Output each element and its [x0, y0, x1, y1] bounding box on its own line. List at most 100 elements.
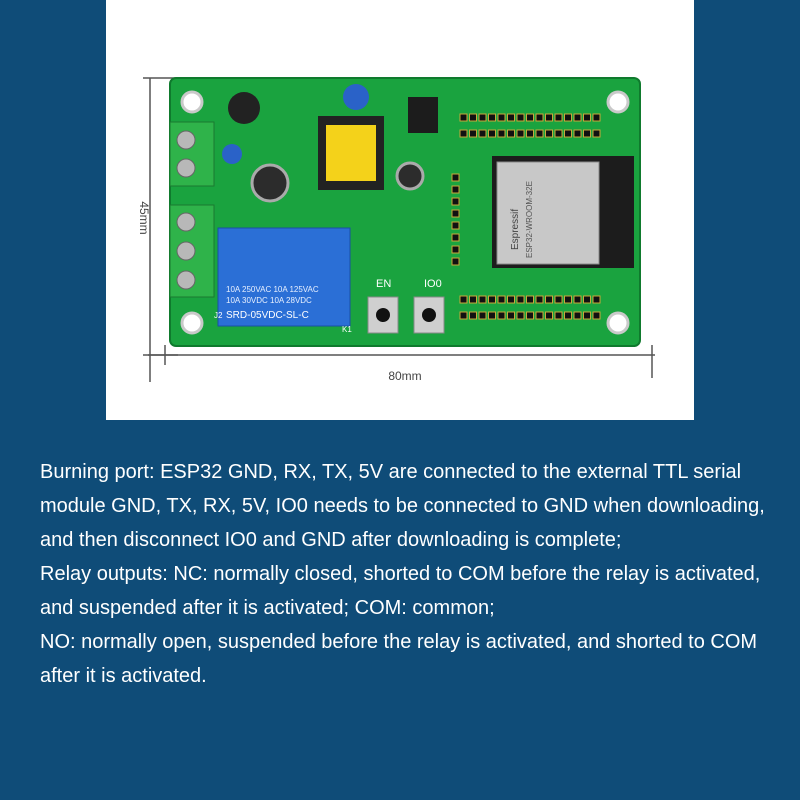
- blue-capacitor: [343, 84, 369, 110]
- k1-label: K1: [342, 325, 352, 334]
- header-pin: [592, 311, 601, 320]
- header-pin: [459, 295, 468, 304]
- relay-rating-line: 10A 250VAC 10A 125VAC: [226, 285, 319, 294]
- header-pin: [459, 113, 468, 122]
- header-pin: [488, 311, 496, 320]
- io0-button: [413, 296, 445, 334]
- header-pin: [545, 113, 553, 122]
- header-pin: [469, 311, 477, 320]
- header-pin: [497, 311, 506, 320]
- header-pin: [592, 113, 601, 122]
- header-pin: [526, 295, 534, 304]
- header-pin: [564, 113, 572, 122]
- relay-model: SRD-05VDC-SL-C: [226, 310, 309, 321]
- transformer-core: [326, 125, 376, 181]
- header-pin: [451, 257, 460, 266]
- header-pin: [545, 129, 553, 138]
- mounting-hole-icon: [606, 90, 630, 114]
- header-pin: [545, 311, 553, 320]
- esp32-module: Espressif ESP32-WROOM-32E: [492, 156, 634, 268]
- module-model: ESP32-WROOM-32E: [525, 181, 534, 258]
- header-pin: [516, 295, 525, 304]
- header-pin: [535, 113, 544, 122]
- header-pin: [592, 295, 601, 304]
- header-pin: [592, 129, 601, 138]
- product-photo: 45mm 80mm: [106, 0, 694, 420]
- header-pin: [451, 233, 460, 242]
- header-pin: [469, 113, 477, 122]
- description-paragraph: Burning port: ESP32 GND, RX, TX, 5V are …: [40, 461, 765, 551]
- header-pin: [459, 311, 468, 320]
- header-pin: [554, 295, 563, 304]
- header-pin: [573, 311, 582, 320]
- header-pin: [507, 129, 515, 138]
- height-label: 45mm: [137, 201, 151, 234]
- board-illustration: 45mm 80mm: [137, 77, 655, 383]
- header-pin: [526, 113, 534, 122]
- header-pin: [535, 311, 544, 320]
- header-pin: [507, 311, 515, 320]
- en-button: [367, 296, 399, 334]
- electrolytic-capacitor: [250, 163, 290, 203]
- en-label: EN: [376, 278, 391, 290]
- mounting-hole-icon: [180, 311, 204, 335]
- pin-header-bottom: [459, 295, 601, 320]
- varistor: [228, 92, 260, 124]
- header-pin: [583, 113, 591, 122]
- pin-header-top: [459, 113, 601, 138]
- relay: 10A 250VAC 10A 125VAC 10A 30VDC 10A 28VD…: [217, 227, 351, 327]
- header-pin: [554, 129, 563, 138]
- description-paragraph: NO: normally open, suspended before the …: [40, 631, 758, 687]
- header-pin: [545, 295, 553, 304]
- header-pin: [516, 311, 525, 320]
- mounting-hole-icon: [606, 311, 630, 335]
- description-paragraph: Relay outputs: NC: normally closed, shor…: [40, 563, 761, 619]
- header-pin: [516, 113, 525, 122]
- header-pin: [451, 245, 460, 254]
- header-pin: [554, 311, 563, 320]
- header-pin: [573, 295, 582, 304]
- description-text: Burning port: ESP32 GND, RX, TX, 5V are …: [40, 455, 775, 693]
- header-pin: [451, 185, 460, 194]
- header-pin: [488, 113, 496, 122]
- header-pin: [459, 129, 468, 138]
- header-pin: [573, 129, 582, 138]
- power-terminal: [169, 121, 215, 187]
- header-pin: [573, 113, 582, 122]
- header-pin: [478, 295, 487, 304]
- header-pin: [451, 221, 460, 230]
- header-pin: [451, 209, 460, 218]
- blue-capacitor: [222, 144, 242, 164]
- header-pin: [497, 129, 506, 138]
- header-pin: [497, 295, 506, 304]
- header-pin: [488, 295, 496, 304]
- header-pin: [469, 129, 477, 138]
- header-pin: [507, 295, 515, 304]
- relay-rating-line: 10A 30VDC 10A 28VDC: [226, 296, 312, 305]
- header-pin: [583, 129, 591, 138]
- header-pin: [535, 129, 544, 138]
- header-pin: [478, 311, 487, 320]
- header-pin: [583, 295, 591, 304]
- header-pin: [507, 113, 515, 122]
- header-pin: [583, 311, 591, 320]
- header-pin: [478, 113, 487, 122]
- header-pin: [535, 295, 544, 304]
- header-pin: [478, 129, 487, 138]
- header-pin: [488, 129, 496, 138]
- header-pin: [451, 197, 460, 206]
- header-pin: [526, 129, 534, 138]
- io0-label: IO0: [424, 278, 442, 290]
- header-pin: [526, 311, 534, 320]
- regulator: [408, 97, 438, 133]
- header-pin: [564, 129, 572, 138]
- width-label: 80mm: [388, 369, 421, 383]
- header-pin: [564, 311, 572, 320]
- pin-header-side: [451, 173, 460, 266]
- header-pin: [497, 113, 506, 122]
- width-dimension: [148, 345, 655, 378]
- j2-label: J2: [214, 311, 223, 320]
- header-pin: [516, 129, 525, 138]
- mounting-hole-icon: [180, 90, 204, 114]
- electrolytic-capacitor: [395, 161, 425, 191]
